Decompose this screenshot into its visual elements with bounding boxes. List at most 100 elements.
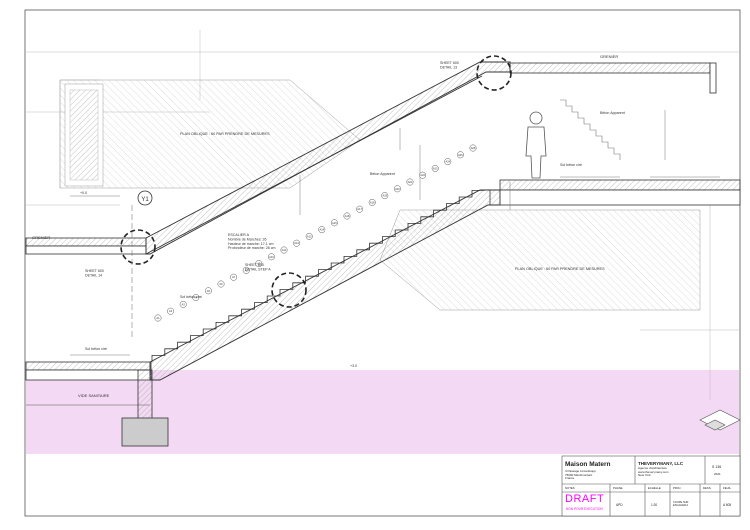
ceiling-diagonal bbox=[145, 61, 511, 255]
riser-tag-label: A24 bbox=[445, 160, 450, 164]
riser-tag bbox=[167, 307, 175, 315]
riser-tag-label: A23 bbox=[433, 166, 438, 170]
riser-tag-label: A14 bbox=[319, 228, 324, 232]
riser-tag-label: A26 bbox=[471, 146, 476, 150]
sheet-year: 2021 bbox=[714, 472, 721, 476]
dimension-label: +0.0 bbox=[80, 191, 87, 195]
sol-beton-2: Sol béton ciré bbox=[85, 347, 107, 351]
value-proj: COUPE SUR ESCALIER A bbox=[673, 501, 689, 507]
riser-tag-label: A7 bbox=[232, 275, 236, 279]
riser-tag-label: A25 bbox=[458, 153, 463, 157]
riser-tag-label: A11 bbox=[282, 248, 287, 252]
sheet-number: S 136 bbox=[712, 465, 722, 469]
riser-tag-label: A12 bbox=[294, 241, 299, 245]
riser-tag bbox=[318, 226, 326, 234]
riser-tag bbox=[343, 212, 351, 220]
riser-tag bbox=[179, 300, 187, 308]
header-scale: ECHELLE bbox=[648, 486, 661, 490]
riser-tag-label: A22 bbox=[420, 173, 425, 177]
sol-beton-1: Sol béton ciré bbox=[180, 295, 202, 299]
riser-tag bbox=[217, 280, 225, 288]
riser-tag bbox=[330, 219, 338, 227]
firm-name: THEVERYMANY, LLC bbox=[638, 461, 684, 466]
riser-tag bbox=[154, 314, 162, 322]
riser-tag-label: A19 bbox=[382, 194, 387, 198]
sol-beton-3: Sol béton ciré bbox=[560, 163, 582, 167]
riser-tag bbox=[192, 294, 200, 302]
project-address: 4 Passage Linssnikopp 75000 Ménilmontant… bbox=[565, 469, 596, 481]
riser-tag-label: A4 bbox=[194, 296, 198, 300]
detail-circle-left bbox=[120, 229, 156, 265]
grid-bubble-y1 bbox=[137, 190, 153, 206]
grenier-right-label: GRENIER bbox=[600, 54, 618, 59]
riser-tag-label: A13 bbox=[307, 234, 312, 238]
riser-tag bbox=[280, 246, 288, 254]
background-stair bbox=[560, 99, 621, 160]
riser-tag bbox=[230, 273, 238, 281]
riser-tag bbox=[419, 171, 427, 179]
riser-tag-label: A20 bbox=[395, 187, 400, 191]
elevation-label: +3.0 bbox=[350, 364, 357, 368]
riser-tag-label: A10 bbox=[269, 255, 274, 259]
title-block-frame bbox=[561, 455, 741, 517]
plan-oblique-left-label: PLAN OBLIQUE : 60 PAR PRENDRE DE MESURES bbox=[180, 132, 270, 136]
riser-tag bbox=[393, 185, 401, 193]
riser-tag bbox=[242, 266, 250, 274]
header-dess: DESS. bbox=[703, 486, 712, 490]
roof-plane-left bbox=[59, 79, 361, 189]
detail-circle-mid bbox=[271, 272, 307, 308]
header-notes: NOTES bbox=[565, 486, 575, 490]
value-scale: 1:20 bbox=[651, 503, 658, 507]
mur-apparent-1: Béton Apparent bbox=[370, 172, 395, 176]
header-proj: PROJ. bbox=[673, 486, 682, 490]
riser-tag bbox=[456, 151, 464, 159]
vide-sanitaire-label: VIDE SANITAIRE bbox=[78, 393, 110, 398]
dimension-lines bbox=[70, 110, 720, 356]
grenier-left-label: GRENIER bbox=[32, 235, 50, 240]
firm-details: Agence d'architecture www.theverymany.co… bbox=[638, 466, 669, 478]
riser-tag bbox=[305, 232, 313, 240]
riser-tag bbox=[204, 287, 212, 295]
value-phase: APD bbox=[616, 503, 623, 507]
riser-tag bbox=[267, 253, 275, 261]
project-name: Maison Matern bbox=[565, 461, 611, 468]
plan-oblique-right-label: PLAN OBLIQUE : 60 PAR PRENDRE DE MESURES bbox=[515, 267, 605, 271]
riser-tag bbox=[431, 164, 439, 172]
riser-tag-label: A17 bbox=[357, 207, 362, 211]
sheet-ref-top: SHEET 600 DETAIL 13 bbox=[440, 61, 460, 69]
riser-tags: A1A2A3A4A5A6A7A8A9A10A11A12A13A14A15A16A… bbox=[154, 144, 477, 322]
riser-tag bbox=[255, 260, 263, 268]
foundation bbox=[121, 369, 169, 447]
riser-tag bbox=[368, 198, 376, 206]
value-sheet: A 605 bbox=[723, 503, 732, 507]
riser-tag-label: A15 bbox=[332, 221, 337, 225]
riser-tag bbox=[469, 144, 477, 152]
draft-sublabel: NON POUR EXECUTION bbox=[566, 507, 603, 511]
riser-tag bbox=[356, 205, 364, 213]
person-silhouette bbox=[525, 111, 547, 179]
riser-tag-label: A21 bbox=[408, 180, 413, 184]
sheet-border bbox=[24, 9, 741, 517]
riser-tag-label: A1 bbox=[156, 316, 160, 320]
riser-tag-label: A16 bbox=[345, 214, 350, 218]
riser-tag-label: A2 bbox=[169, 309, 173, 313]
axonometric-key-icon bbox=[699, 409, 741, 431]
header-phase: PHASE bbox=[613, 486, 623, 490]
riser-tag-label: A6 bbox=[219, 282, 223, 286]
riser-tag-label: A18 bbox=[370, 200, 375, 204]
grid-bubble-y1-label: Y1 bbox=[141, 197, 149, 203]
riser-tag bbox=[381, 192, 389, 200]
riser-tag-label: A5 bbox=[207, 289, 211, 293]
draft-label: DRAFT bbox=[565, 493, 605, 505]
riser-tag-label: A9 bbox=[257, 262, 261, 266]
riser-tag bbox=[406, 178, 414, 186]
stair-steps bbox=[151, 190, 485, 362]
sheet-ref-mid: SHEET 600 DETAIL STEP A bbox=[245, 263, 271, 271]
mur-apparent-2: Béton Apparent bbox=[600, 111, 625, 115]
detail-circle-top bbox=[476, 55, 512, 91]
upper-slab bbox=[489, 62, 741, 206]
riser-tag bbox=[444, 158, 452, 166]
header-feuil: FEUIL. bbox=[723, 486, 732, 490]
